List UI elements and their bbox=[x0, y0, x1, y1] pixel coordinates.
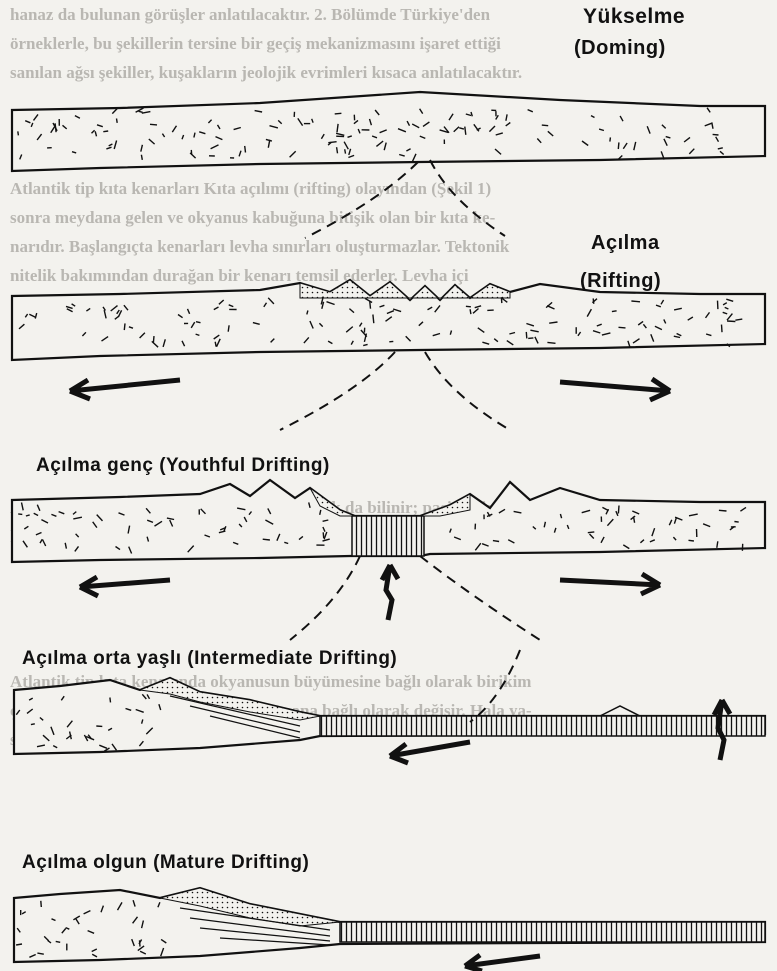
stage-doming-label: Yükselme bbox=[583, 5, 685, 29]
stage-doming-sublabel: (Doming) bbox=[574, 37, 666, 60]
crust-dash bbox=[493, 541, 499, 542]
crust-dash bbox=[16, 944, 22, 945]
crust-dash bbox=[153, 336, 154, 343]
stage-doming-fractures bbox=[305, 160, 505, 238]
crust-dash bbox=[618, 506, 619, 514]
crust-dash bbox=[373, 315, 374, 324]
crust-dash bbox=[722, 325, 723, 333]
youthful-left-arrow bbox=[80, 577, 170, 596]
mature-arrow-left bbox=[465, 955, 540, 971]
crust-dash bbox=[124, 323, 125, 330]
crust-dash bbox=[110, 698, 111, 703]
stage-mature-crust bbox=[14, 888, 765, 962]
stage-rifting-label: Açılma bbox=[591, 232, 660, 255]
crust-dash bbox=[713, 134, 719, 135]
crust-dash bbox=[547, 342, 555, 343]
crust-dash bbox=[228, 325, 229, 331]
crust-dash bbox=[619, 327, 626, 328]
mature-oceanic-crust bbox=[340, 922, 765, 942]
crust-dash bbox=[323, 532, 324, 538]
crust-dash bbox=[328, 142, 336, 143]
crust-dash bbox=[345, 149, 346, 153]
crust-dash bbox=[117, 119, 118, 123]
crust-dash bbox=[631, 301, 640, 302]
intermediate-oceanic-crust bbox=[320, 716, 765, 736]
crust-dash bbox=[470, 309, 471, 314]
crust-dash bbox=[56, 941, 61, 942]
crust-dash bbox=[734, 522, 738, 523]
stage-youthful-fractures bbox=[290, 556, 540, 640]
stage-intermediate-label: Açılma orta yaşlı (Intermediate Drifting… bbox=[22, 648, 397, 670]
crust-dash bbox=[689, 540, 694, 541]
rifting-right-arrow bbox=[560, 379, 670, 400]
stage-intermediate-crust bbox=[14, 678, 765, 754]
crust-dash bbox=[337, 147, 338, 153]
crust-dash bbox=[612, 311, 617, 312]
crust-dash bbox=[263, 539, 270, 540]
crust-dash bbox=[465, 127, 466, 135]
youthful-upwelling-arrow bbox=[382, 565, 398, 620]
crust-dash bbox=[466, 306, 471, 307]
stage-rifting-fractures bbox=[280, 352, 510, 430]
crust-dash bbox=[526, 332, 527, 339]
crust-dash bbox=[610, 137, 611, 141]
youthful-right-arrow bbox=[560, 574, 660, 594]
crust-dash bbox=[719, 510, 727, 511]
crust-dash bbox=[528, 338, 533, 339]
crust-dash bbox=[31, 724, 35, 725]
crust-dash bbox=[335, 113, 342, 114]
intermediate-arrow-left bbox=[390, 742, 470, 763]
crust-dash bbox=[150, 124, 157, 125]
stage-mature-label: Açılma olgun (Mature Drifting) bbox=[22, 852, 309, 874]
crust-dash bbox=[618, 142, 619, 149]
crust-dash bbox=[18, 514, 22, 515]
stage-rifting-sublabel: (Rifting) bbox=[580, 270, 661, 293]
crust-dash bbox=[215, 342, 216, 347]
crust-dash bbox=[196, 322, 201, 323]
crust-dash bbox=[141, 155, 142, 160]
stage-youthful-label: Açılma genç (Youthful Drifting) bbox=[36, 455, 330, 477]
stage-doming-crust bbox=[12, 92, 765, 171]
crust-dash bbox=[542, 125, 548, 126]
crust-dash bbox=[727, 321, 735, 322]
rifting-left-arrow bbox=[70, 380, 180, 399]
crust-dash bbox=[370, 301, 371, 309]
crust-dash bbox=[41, 901, 42, 907]
crust-dash bbox=[717, 541, 718, 548]
crust-dash bbox=[140, 940, 141, 946]
crust-dash bbox=[18, 131, 19, 135]
youthful-oceanic-crust bbox=[352, 516, 424, 556]
stage-youthful-crust bbox=[12, 480, 765, 562]
crust-dash bbox=[139, 111, 143, 112]
crust-dash bbox=[588, 532, 595, 533]
intermediate-fracture bbox=[470, 650, 520, 722]
crust-dash bbox=[103, 131, 108, 132]
crust-dash bbox=[245, 146, 246, 153]
